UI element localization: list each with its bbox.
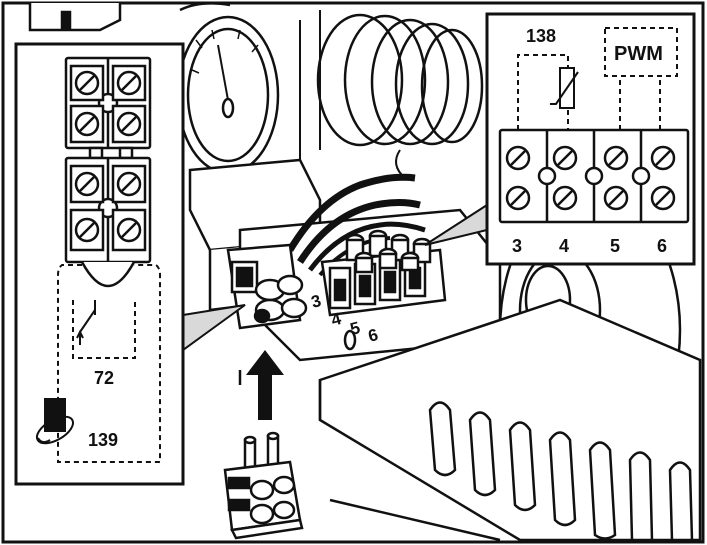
pwm-label: PWM bbox=[614, 43, 663, 65]
terminal-label-5: 5 bbox=[610, 236, 620, 256]
switch-icon bbox=[76, 300, 96, 345]
dashed-wiring-left bbox=[57, 264, 161, 463]
thermistor-icon bbox=[550, 67, 579, 109]
terminal-label-4: 4 bbox=[559, 236, 569, 256]
pressure-gauge-icon bbox=[176, 2, 280, 175]
connector-plug-icon bbox=[223, 431, 304, 540]
insert-arrow-icon bbox=[246, 350, 284, 420]
right-callout: 138 PWM 3 bbox=[485, 12, 696, 266]
ribbed-cover bbox=[318, 298, 702, 542]
terminal-block-icon bbox=[64, 56, 152, 288]
sensor-label-138: 138 bbox=[526, 26, 556, 46]
pwm-box bbox=[604, 27, 678, 77]
sensor-label-139: 139 bbox=[88, 430, 118, 450]
switch-label-72: 72 bbox=[94, 368, 114, 388]
left-callout: 72 139 bbox=[14, 42, 185, 486]
top-label-strip bbox=[28, 3, 122, 32]
terminal-label-6: 6 bbox=[657, 236, 667, 256]
machine-connector bbox=[226, 243, 308, 330]
machine-terminal-block bbox=[320, 229, 447, 317]
terminal-block-icon bbox=[498, 128, 690, 224]
heat-exchanger-coil-icon bbox=[299, 10, 484, 160]
terminal-label-3: 3 bbox=[512, 236, 522, 256]
sensor-probe-icon bbox=[35, 398, 75, 445]
